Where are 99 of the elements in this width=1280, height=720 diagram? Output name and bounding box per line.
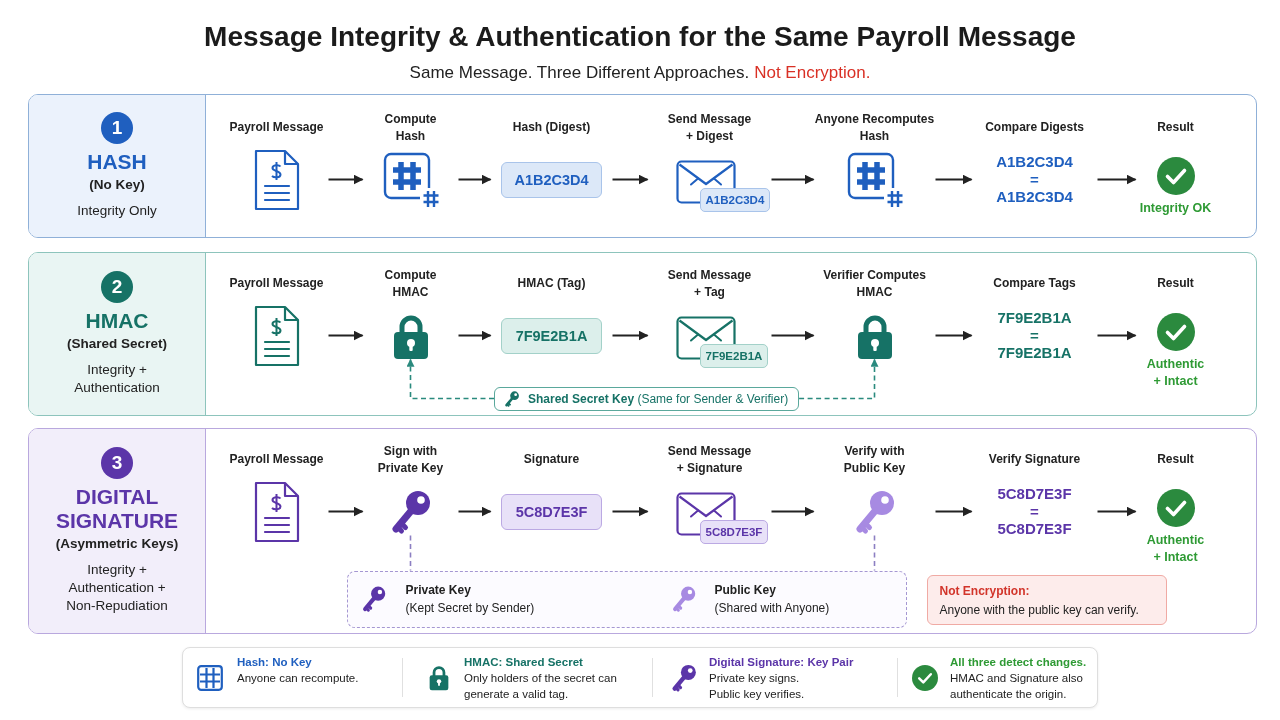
- arrow: [457, 330, 492, 341]
- section-subtitle: (No Key): [89, 176, 145, 193]
- legend-panel: [182, 647, 1098, 708]
- legend-text: HMAC and Signature also authenticate the origin.: [950, 671, 1084, 702]
- legend-heading: HMAC: Shared Secret: [464, 655, 584, 670]
- signature-chip: 5C8D7E3F: [699, 519, 769, 544]
- diagram-title: Message Integrity & Authentication for the Same Payroll Message: [203, 20, 1077, 54]
- digest-value: A1B2C3D4: [501, 161, 602, 198]
- shared-key-box: [494, 386, 800, 411]
- step-label: Compute HMAC: [383, 266, 438, 301]
- result-text: Authentic + Intact: [1145, 531, 1206, 566]
- step-label: Verifier Computes HMAC: [822, 266, 927, 301]
- key-name: Public Key: [714, 581, 777, 599]
- legend-text: Only holders of the secret can generate a valid tag.: [464, 671, 618, 702]
- step-label: Send Message + Tag: [666, 266, 753, 301]
- number-badge: 3: [101, 447, 133, 479]
- section-title: HASH: [87, 150, 147, 174]
- arrow: [1096, 506, 1137, 517]
- tag-chip: 7F9E2B1A: [699, 343, 769, 368]
- step-label: Compute Hash: [383, 110, 438, 145]
- arrow: [457, 506, 492, 517]
- arrow: [770, 174, 815, 185]
- arrow: [327, 174, 364, 185]
- arrow: [611, 506, 649, 517]
- comparison-value: 7F9E2B1A: [997, 309, 1072, 327]
- signature-value: 5C8D7E3F: [501, 493, 602, 530]
- dashed-arrow: [406, 358, 495, 400]
- arrow: [934, 174, 973, 185]
- number-badge: 2: [101, 271, 133, 303]
- legend-text: Anyone can recompute.: [237, 671, 360, 686]
- step-label: Compare Digests: [985, 119, 1084, 136]
- comparison-value: =: [1030, 170, 1039, 189]
- step-label: HMAC (Tag): [517, 275, 586, 292]
- arrow: [770, 506, 815, 517]
- comparison-value: =: [1030, 326, 1039, 345]
- step-label: Payroll Message: [229, 275, 324, 292]
- arrow: [611, 330, 649, 341]
- comparison-value: A1B2C3D4: [996, 188, 1073, 206]
- tag-value: 7F9E2B1A: [501, 317, 602, 354]
- legend-text: Private key signs.: [709, 671, 801, 686]
- step-label: Compare Tags: [993, 275, 1076, 292]
- key-name: Private Key: [405, 581, 472, 599]
- section-subtitle: (Shared Secret): [67, 335, 167, 352]
- step-label: Send Message + Signature: [666, 442, 753, 477]
- note-title: Not Encryption:: [939, 582, 1031, 600]
- section-description: Integrity + Authentication: [73, 361, 161, 397]
- comparison-value: 7F9E2B1A: [997, 344, 1072, 362]
- dashed-connector: [409, 534, 412, 572]
- step-label: Payroll Message: [229, 451, 324, 468]
- key-note: (Kept Secret by Sender): [405, 599, 535, 617]
- arrow: [1096, 174, 1137, 185]
- arrow: [934, 506, 973, 517]
- comparison-value: =: [1030, 502, 1039, 521]
- step-label: Signature: [523, 451, 580, 468]
- step-label: Send Message + Digest: [666, 110, 753, 145]
- section-title: DIGITAL SIGNATURE: [54, 485, 180, 533]
- arrow: [327, 506, 364, 517]
- digest-tag: A1B2C3D4: [699, 187, 771, 212]
- number-badge: 1: [101, 112, 133, 144]
- arrow: [934, 330, 973, 341]
- section-title: HMAC: [85, 309, 149, 333]
- arrow: [327, 330, 364, 341]
- arrow: [611, 174, 649, 185]
- section-description: Integrity + Authentication + Non-Repudiation: [65, 561, 169, 615]
- arrow: [1096, 330, 1137, 341]
- note-text: Anyone with the public key can verify.: [939, 601, 1140, 619]
- arrow: [457, 174, 492, 185]
- section-description: Integrity Only: [77, 202, 157, 220]
- step-label: Result: [1157, 451, 1194, 468]
- section-panel: [28, 252, 1257, 416]
- arrow: [770, 330, 815, 341]
- subtitle: Same Message. Three Different Approaches.: [409, 62, 750, 83]
- key-label: Shared Secret Key (Same for Sender & Verifier): [528, 390, 789, 407]
- legend-heading: Digital Signature: Key Pair: [709, 655, 855, 670]
- section-subtitle: (Asymmetric Keys): [55, 535, 179, 552]
- legend-heading: All three detect changes.: [950, 655, 1088, 670]
- step-label: Payroll Message: [229, 119, 324, 136]
- step-label: Result: [1157, 275, 1194, 292]
- step-label: Result: [1157, 119, 1194, 136]
- step-label: Verify with Public Key: [842, 442, 907, 477]
- subtitle-emphasis: Not Encryption.: [754, 62, 871, 83]
- dashed-connector: [873, 534, 876, 572]
- note-box: [926, 574, 1167, 625]
- comparison-value: 5C8D7E3F: [997, 520, 1072, 538]
- legend-heading: Hash: No Key: [237, 655, 313, 670]
- comparison-value: 5C8D7E3F: [997, 485, 1072, 503]
- step-label: Hash (Digest): [512, 119, 591, 136]
- dashed-arrow: [798, 358, 879, 400]
- result-text: Integrity OK: [1139, 199, 1212, 217]
- step-label: Sign with Private Key: [376, 442, 445, 477]
- result-text: Authentic + Intact: [1145, 355, 1206, 390]
- key-note: (Shared with Anyone): [714, 599, 830, 617]
- comparison-value: A1B2C3D4: [996, 153, 1073, 171]
- legend-text: Public key verifies.: [709, 687, 806, 702]
- section-panel: [28, 94, 1257, 238]
- section-panel: [28, 428, 1257, 634]
- step-label: Anyone Recomputes Hash: [813, 110, 936, 145]
- step-label: Verify Signature: [988, 451, 1081, 468]
- key-pair-box: [346, 570, 907, 628]
